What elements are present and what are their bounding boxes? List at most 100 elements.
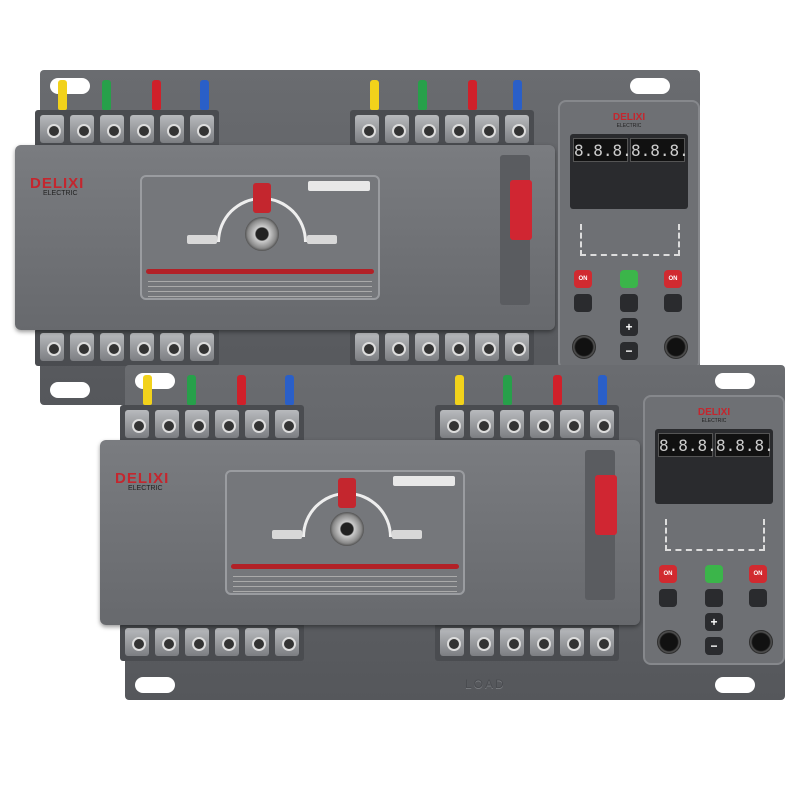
- bottom-terminal-strip-a: [35, 328, 219, 366]
- wire-lead: [513, 80, 522, 110]
- terminal-screw: [470, 410, 494, 438]
- backup-on-button[interactable]: ON: [749, 565, 767, 583]
- plate-marking: LOAD: [465, 677, 506, 691]
- right-display: 8.8.8.: [715, 433, 774, 457]
- wire-lead: [102, 80, 111, 110]
- manual-operation-shaft[interactable]: [330, 512, 364, 546]
- mounting-slot: [715, 677, 755, 693]
- manual-auto-button[interactable]: [659, 589, 677, 607]
- display-screen: 8.8.8. 8.8.8.: [655, 429, 774, 504]
- indicator-lamp: [572, 335, 596, 359]
- warning-label: [393, 476, 455, 486]
- backup-supply-tag: [392, 530, 422, 539]
- controller-brand: DELIXI: [612, 112, 646, 123]
- terminal-screw: [130, 333, 154, 361]
- normal-on-button[interactable]: ON: [659, 565, 677, 583]
- auto-button[interactable]: [705, 565, 723, 583]
- terminal-screw: [160, 333, 184, 361]
- spec-header-bar: [231, 564, 459, 569]
- spec-header-bar: [146, 269, 374, 274]
- wire-lead: [455, 375, 464, 405]
- terminal-screw: [440, 410, 464, 438]
- terminal-screw: [475, 115, 499, 143]
- front-label-panel: [225, 470, 465, 595]
- terminal-screw: [590, 628, 614, 656]
- wire-lead: [237, 375, 246, 405]
- settings-button[interactable]: [705, 589, 723, 607]
- return-button[interactable]: [664, 294, 682, 312]
- terminal-screw: [185, 628, 209, 656]
- terminal-screw: [70, 115, 94, 143]
- terminal-screw: [530, 628, 554, 656]
- minus-button[interactable]: −: [705, 637, 723, 655]
- top-terminal-strip-a: [35, 110, 219, 148]
- terminal-screw: [125, 410, 149, 438]
- wire-lead: [285, 375, 294, 405]
- terminal-screw: [440, 628, 464, 656]
- normal-supply-tag: [272, 530, 302, 539]
- terminal-screw: [445, 115, 469, 143]
- normal-supply-tag: [187, 235, 217, 244]
- left-display: 8.8.8.: [658, 433, 717, 457]
- terminal-screw: [190, 115, 214, 143]
- terminal-screw: [505, 333, 529, 361]
- terminal-screw: [70, 333, 94, 361]
- wire-lead: [503, 375, 512, 405]
- wiring-diagram: [665, 519, 765, 551]
- settings-button[interactable]: [620, 294, 638, 312]
- wire-lead: [200, 80, 209, 110]
- wire-lead: [143, 375, 152, 405]
- indicator-lamp: [657, 630, 681, 654]
- manual-operation-shaft[interactable]: [245, 217, 279, 251]
- terminal-screw: [155, 410, 179, 438]
- minus-button[interactable]: −: [620, 342, 638, 360]
- terminal-screw: [100, 115, 124, 143]
- wire-lead: [598, 375, 607, 405]
- port-connector: [664, 335, 688, 359]
- plus-button[interactable]: +: [620, 318, 638, 336]
- wire-lead: [370, 80, 379, 110]
- brand-logo: DELIXI: [115, 470, 170, 487]
- brand-logo: DELIXI: [30, 175, 85, 192]
- position-indicator: [253, 183, 271, 213]
- auto-button[interactable]: [620, 270, 638, 288]
- terminal-screw: [415, 115, 439, 143]
- controller-brand-sub: ELECTRIC: [616, 123, 642, 129]
- controller-panel: DELIXI ELECTRIC 8.8.8. 8.8.8. ON ON + −: [643, 395, 785, 665]
- wiring-diagram: [580, 224, 680, 256]
- terminal-screw: [500, 410, 524, 438]
- terminal-screw: [100, 333, 124, 361]
- terminal-screw: [190, 333, 214, 361]
- controller-brand: DELIXI: [697, 407, 731, 418]
- bottom-terminal-strip-b: [435, 623, 619, 661]
- mounting-slot: [50, 78, 90, 94]
- terminal-screw: [245, 628, 269, 656]
- bottom-terminal-strip-a: [120, 623, 304, 661]
- top-terminal-strip-a: [120, 405, 304, 443]
- terminal-screw: [160, 115, 184, 143]
- terminal-screw: [125, 628, 149, 656]
- terminal-screw: [475, 333, 499, 361]
- return-button[interactable]: [749, 589, 767, 607]
- controller-brand-sub: ELECTRIC: [701, 418, 727, 424]
- terminal-screw: [40, 333, 64, 361]
- terminal-screw: [385, 115, 409, 143]
- normal-on-button[interactable]: ON: [574, 270, 592, 288]
- terminal-screw: [40, 115, 64, 143]
- manual-auto-button[interactable]: [574, 294, 592, 312]
- transfer-switch-back: DELIXI ELECTRIC DELIXI ELECTRIC 8.8.8. 8…: [15, 70, 705, 410]
- controller-panel: DELIXI ELECTRIC 8.8.8. 8.8.8. ON ON + −: [558, 100, 700, 370]
- red-handle[interactable]: [595, 475, 617, 535]
- terminal-screw: [155, 628, 179, 656]
- plus-button[interactable]: +: [705, 613, 723, 631]
- terminal-screw: [215, 410, 239, 438]
- backup-on-button[interactable]: ON: [664, 270, 682, 288]
- terminal-screw: [560, 628, 584, 656]
- wire-lead: [418, 80, 427, 110]
- terminal-screw: [275, 410, 299, 438]
- right-display: 8.8.8.: [630, 138, 689, 162]
- brand-subtitle: ELECTRIC: [43, 190, 78, 197]
- terminal-screw: [470, 628, 494, 656]
- brand-subtitle: ELECTRIC: [128, 485, 163, 492]
- red-handle[interactable]: [510, 180, 532, 240]
